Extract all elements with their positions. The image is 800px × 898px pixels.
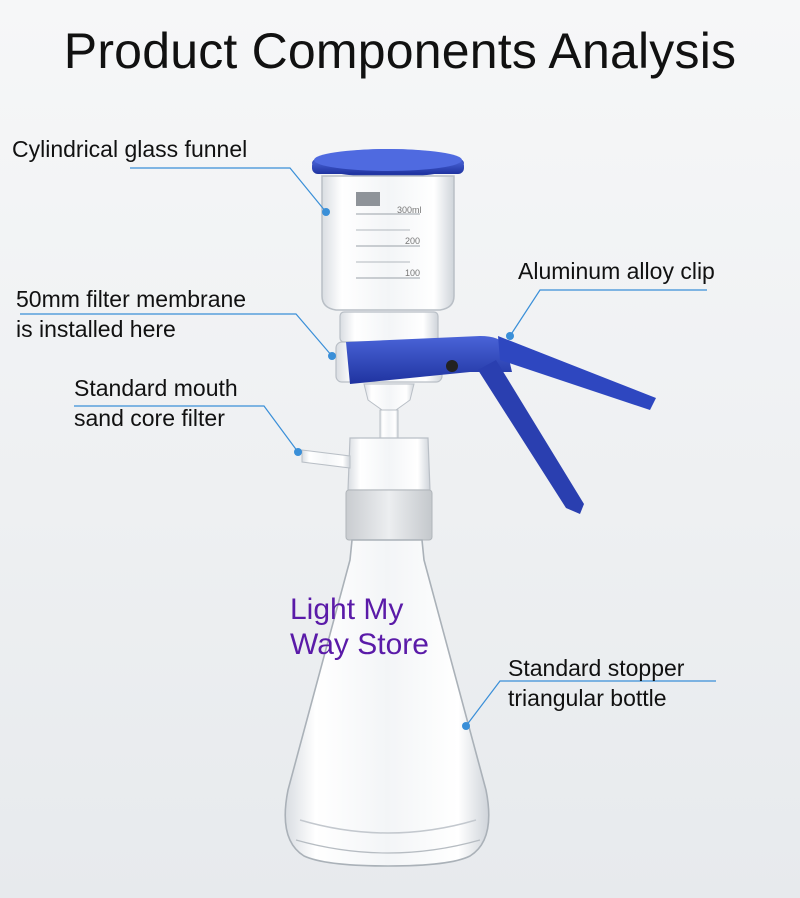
dot-membrane (328, 352, 336, 360)
page-title: Product Components Analysis (63, 23, 737, 79)
label-membrane-line2: is installed here (16, 316, 176, 342)
leader-filter (74, 405, 299, 453)
dot-filter (294, 448, 302, 456)
label-membrane: 50mm filter membrane is installed here (16, 284, 246, 344)
leader-lines (20, 167, 716, 727)
label-clip: Aluminum alloy clip (518, 256, 715, 286)
graduation-300: 300ml (397, 205, 422, 215)
dot-clip (506, 332, 514, 340)
graduation-200: 200 (405, 236, 420, 246)
label-bottle-line2: triangular bottle (508, 685, 667, 711)
leader-funnel (130, 167, 327, 213)
leader-clip (509, 289, 707, 337)
sand-core-filter (301, 383, 433, 541)
aluminum-clip (346, 336, 656, 514)
label-filter-line2: sand core filter (74, 405, 225, 431)
dot-funnel (322, 208, 330, 216)
cylindrical-funnel: 300ml 200 100 (321, 175, 455, 311)
label-bottle-line1: Standard stopper (508, 655, 685, 681)
leader-membrane (20, 313, 333, 357)
triangular-bottle (284, 539, 490, 867)
graduation-100: 100 (405, 268, 420, 278)
label-funnel-text: Cylindrical glass funnel (12, 136, 248, 162)
label-clip-text: Aluminum alloy clip (518, 258, 715, 284)
label-filter: Standard mouth sand core filter (74, 373, 238, 433)
label-membrane-line1: 50mm filter membrane (16, 286, 247, 312)
leader-bottle (465, 680, 716, 727)
label-filter-line1: Standard mouth (74, 375, 238, 401)
dot-bottle (462, 722, 470, 730)
store-watermark: Light My Way Store (290, 592, 429, 662)
leader-dots (294, 208, 514, 730)
watermark-line2: Way Store (290, 628, 429, 661)
watermark-line1: Light My (290, 593, 404, 626)
funnel-lid (312, 149, 464, 177)
label-funnel: Cylindrical glass funnel (12, 134, 247, 164)
label-bottle: Standard stopper triangular bottle (508, 653, 684, 713)
